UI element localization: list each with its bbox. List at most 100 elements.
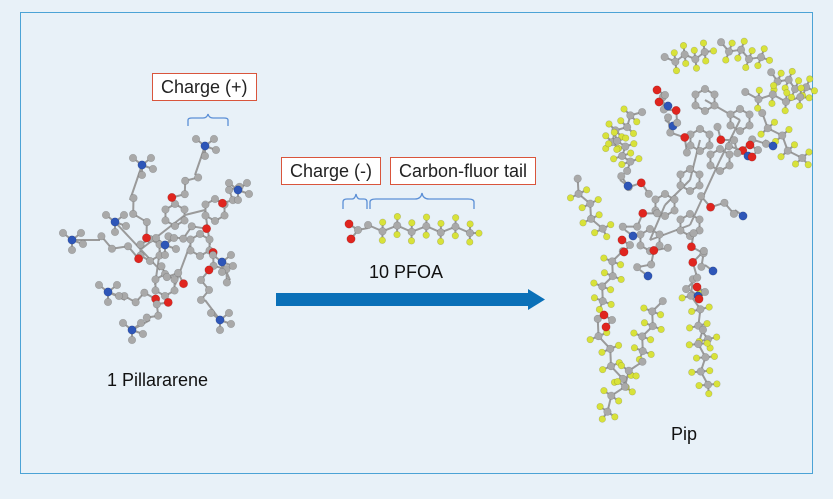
fluorine-atom bbox=[692, 354, 701, 362]
carbon-atom bbox=[729, 209, 739, 218]
carbon-fluor-tail-brace bbox=[369, 192, 475, 209]
carbon-atom bbox=[191, 134, 201, 144]
carbon-atom bbox=[180, 216, 189, 225]
carbon-atom bbox=[160, 250, 170, 260]
carbon-atom bbox=[620, 382, 630, 391]
carbon-atom bbox=[204, 285, 214, 295]
fluorine-atom bbox=[777, 153, 785, 161]
carbon-atom bbox=[660, 189, 670, 199]
carbon-atom bbox=[224, 308, 234, 318]
bond bbox=[704, 99, 741, 121]
fluorine-atom bbox=[632, 372, 640, 380]
fluorine-atom bbox=[754, 104, 762, 112]
fluorine-atom bbox=[781, 107, 789, 115]
carbon-atom bbox=[655, 230, 664, 239]
fluorine-atom bbox=[617, 275, 625, 284]
carbon-atom bbox=[171, 244, 181, 254]
carbon-atom bbox=[701, 353, 710, 362]
fluorine-atom bbox=[379, 218, 387, 226]
carbon-atom bbox=[76, 228, 86, 238]
fluorine-atom bbox=[607, 221, 615, 229]
carbon-atom bbox=[210, 216, 220, 226]
carbon-atom bbox=[179, 234, 188, 243]
fluorine-atom bbox=[622, 134, 630, 142]
carbon-atom bbox=[436, 228, 445, 237]
carbon-atom bbox=[696, 192, 706, 201]
fluorine-atom bbox=[393, 230, 401, 239]
fluorine-atom bbox=[713, 333, 721, 341]
nitrogen-atom bbox=[738, 211, 748, 221]
carbon-atom bbox=[94, 280, 104, 290]
carbon-atom bbox=[693, 273, 702, 282]
carbon-atom bbox=[724, 142, 734, 151]
fluorine-atom bbox=[598, 415, 606, 423]
carbon-atom bbox=[112, 280, 122, 290]
carbon-atom bbox=[700, 84, 710, 94]
nitrogen-atom bbox=[215, 315, 225, 325]
carbon-atom bbox=[700, 106, 710, 116]
carbon-atom bbox=[119, 210, 129, 220]
carbon-atom bbox=[638, 347, 647, 356]
carbon-atom bbox=[686, 141, 695, 150]
fluorine-atom bbox=[378, 236, 386, 244]
carbon-atom bbox=[196, 275, 206, 285]
carbon-atom bbox=[713, 122, 722, 131]
fluorine-atom bbox=[594, 196, 602, 204]
carbon-atom bbox=[194, 173, 203, 182]
carbon-atom bbox=[574, 189, 583, 198]
fluorine-atom bbox=[437, 219, 445, 228]
carbon-atom bbox=[682, 284, 691, 294]
carbon-atom bbox=[201, 211, 210, 220]
carbon-atom bbox=[725, 150, 734, 159]
oxygen-atom bbox=[638, 208, 648, 218]
carbon-atom bbox=[353, 225, 363, 235]
carbon-atom bbox=[140, 288, 149, 297]
charge-negative-brace bbox=[342, 193, 368, 209]
carbon-atom bbox=[660, 52, 669, 62]
fluorine-atom bbox=[740, 37, 748, 45]
carbon-atom bbox=[210, 194, 220, 204]
nitrogen-atom bbox=[768, 141, 778, 151]
fluorine-atom bbox=[688, 307, 696, 316]
carbon-atom bbox=[676, 181, 685, 190]
carbon-atom bbox=[465, 228, 475, 238]
carbon-atom bbox=[660, 211, 670, 221]
carbon-atom bbox=[778, 131, 787, 140]
fluorine-atom bbox=[629, 129, 638, 138]
carbon-atom bbox=[142, 313, 151, 322]
fluorine-atom bbox=[452, 214, 460, 222]
fluorine-atom bbox=[613, 377, 622, 386]
carbon-atom bbox=[129, 193, 138, 203]
fluorine-atom bbox=[596, 402, 604, 411]
fluorine-atom bbox=[742, 63, 750, 72]
fluorine-atom bbox=[598, 348, 606, 356]
fluorine-atom bbox=[422, 231, 430, 239]
fluorine-atom bbox=[583, 186, 591, 194]
carbon-atom bbox=[606, 344, 615, 353]
carbon-atom bbox=[618, 222, 627, 231]
fluorine-atom bbox=[709, 47, 718, 55]
carbon-atom bbox=[691, 101, 700, 110]
carbon-atom bbox=[200, 151, 210, 161]
carbon-atom bbox=[607, 391, 616, 400]
charge-positive-brace bbox=[187, 113, 229, 126]
carbon-atom bbox=[451, 222, 460, 231]
carbon-atom bbox=[170, 286, 179, 295]
fluorine-atom bbox=[791, 160, 800, 168]
carbon-atom bbox=[205, 235, 214, 244]
fluorine-atom bbox=[646, 336, 655, 344]
fluorine-atom bbox=[451, 232, 459, 240]
carbon-atom bbox=[648, 307, 657, 316]
fluorine-atom bbox=[393, 212, 401, 221]
fluorine-atom bbox=[783, 89, 791, 97]
fluorine-atom bbox=[407, 237, 416, 245]
carbon-atom bbox=[724, 47, 734, 56]
nitrogen-atom bbox=[110, 217, 120, 227]
carbon-atom bbox=[180, 205, 189, 214]
carbon-atom bbox=[735, 104, 745, 114]
carbon-atom bbox=[670, 206, 679, 215]
fluorine-atom bbox=[722, 56, 730, 64]
nitrogen-atom bbox=[708, 266, 718, 276]
carbon-atom bbox=[754, 95, 763, 104]
carbon-atom bbox=[127, 335, 137, 345]
